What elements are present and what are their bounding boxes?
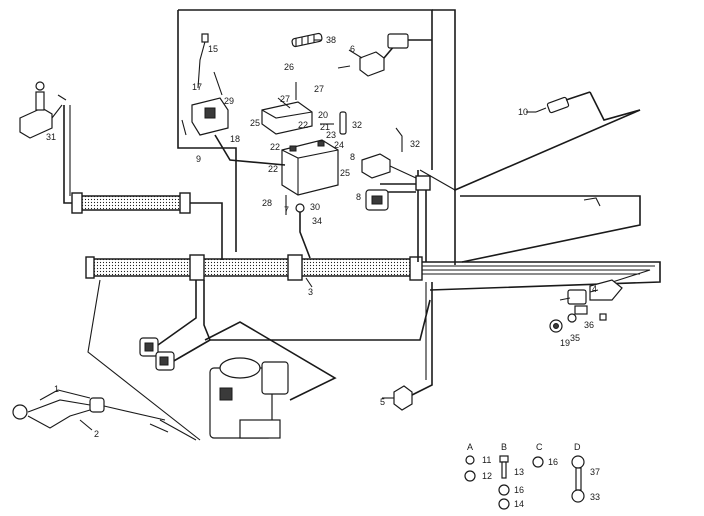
callout-17: 17 [192, 82, 202, 92]
callout-8-lower: 8 [356, 192, 361, 202]
callout-13: 13 [514, 467, 524, 477]
engine-assembly [204, 321, 337, 439]
main-harness-tube [85, 254, 661, 291]
callout-28: 28 [262, 198, 272, 208]
callout-5: 5 [380, 397, 385, 407]
callout-27-a: 27 [280, 94, 290, 104]
callout-21: 21 [320, 122, 330, 132]
solenoid-bracket [181, 33, 286, 166]
callout-37: 37 [590, 467, 600, 477]
terminal-32 [339, 111, 403, 152]
callout-31: 31 [46, 132, 56, 142]
callout-36: 36 [584, 320, 594, 330]
sensor-1 [12, 397, 169, 433]
connector-10 [535, 91, 641, 121]
right-vertical-harness [365, 170, 433, 396]
callout-1: 1 [54, 384, 59, 394]
callout-29: 29 [224, 96, 234, 106]
callout-9: 9 [196, 154, 201, 164]
callout-20: 20 [318, 110, 328, 120]
hardware-group-d: D [574, 442, 581, 452]
lamp-assembly-4 [549, 279, 623, 333]
callout-18: 18 [230, 134, 240, 144]
hardware-group-letters: A B C D [467, 442, 581, 452]
callout-2: 2 [94, 429, 99, 439]
callout-8-upper: 8 [350, 152, 355, 162]
hardware-fasteners [464, 455, 585, 510]
ignition-wire-34 [285, 195, 311, 259]
callout-27-b: 27 [314, 84, 324, 94]
connector-6 [337, 33, 432, 77]
callout-4: 4 [592, 284, 597, 294]
callout-38: 38 [326, 35, 336, 45]
lower-left-connector-branch [87, 279, 431, 441]
cable-clip-right [583, 197, 601, 207]
callout-3: 3 [308, 287, 313, 297]
switch-module-31 [19, 81, 67, 139]
callout-7: 7 [284, 205, 289, 215]
callout-30: 30 [310, 202, 320, 212]
connector-8-middle [361, 153, 417, 179]
callout-34: 34 [312, 216, 322, 226]
callout-33: 33 [590, 492, 600, 502]
callout-22-c: 22 [268, 164, 278, 174]
hardware-group-a: A [467, 442, 473, 452]
hardware-group-c: C [536, 442, 543, 452]
callout-19: 19 [560, 338, 570, 348]
callout-32-b: 32 [410, 139, 420, 149]
harness-frame [177, 9, 641, 265]
callout-16-a: 16 [548, 457, 558, 467]
callout-16-b: 16 [514, 485, 524, 495]
callout-14: 14 [514, 499, 524, 509]
callout-32-a: 32 [352, 120, 362, 130]
callout-15: 15 [208, 44, 218, 54]
upper-left-harness-tube [63, 105, 223, 260]
callout-12: 12 [482, 471, 492, 481]
battery-holddown [261, 82, 313, 135]
callout-25-b: 25 [340, 168, 350, 178]
callout-6: 6 [350, 44, 355, 54]
callout-labels: 1 2 3 4 5 6 7 8 8 9 10 11 12 13 14 15 16… [46, 35, 600, 509]
hardware-group-b: B [501, 442, 507, 452]
leader-lines [39, 39, 599, 431]
part-38 [291, 32, 323, 48]
callout-25-a: 25 [250, 118, 260, 128]
callout-23: 23 [326, 130, 336, 140]
callout-22-a: 22 [298, 120, 308, 130]
callout-24: 24 [334, 140, 344, 150]
callout-26: 26 [284, 62, 294, 72]
callout-35: 35 [570, 333, 580, 343]
callout-22-b: 22 [270, 142, 280, 152]
battery [281, 139, 339, 196]
callout-10: 10 [518, 107, 528, 117]
callout-11: 11 [482, 455, 491, 465]
clip-5 [393, 385, 413, 411]
